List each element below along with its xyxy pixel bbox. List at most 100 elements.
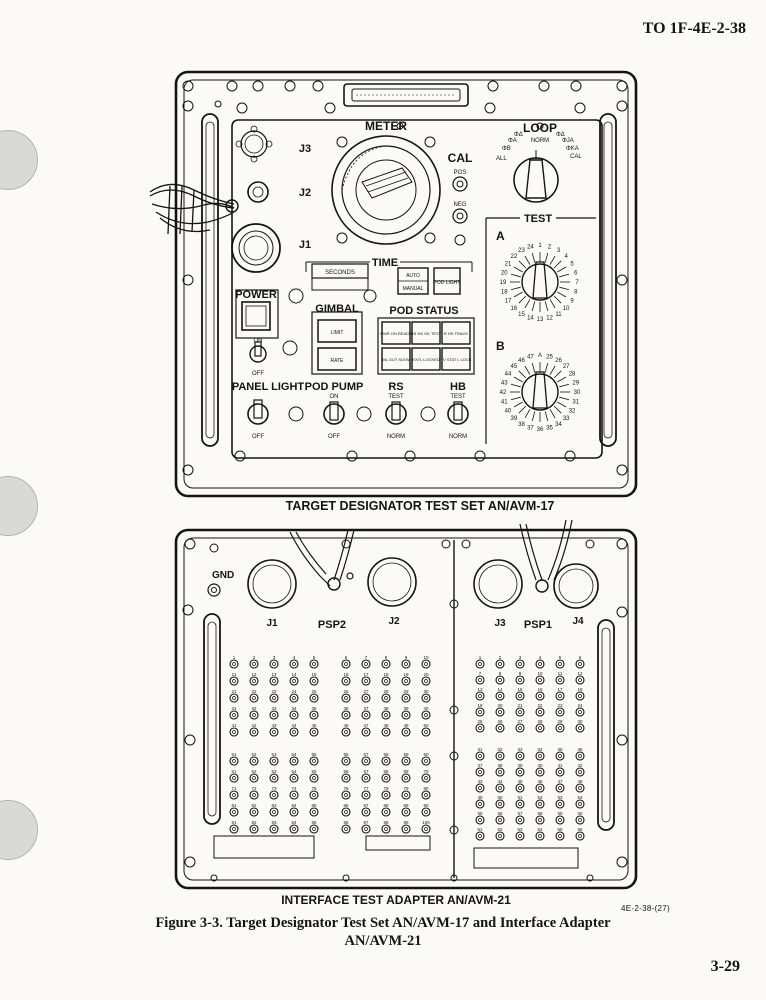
test-jack[interactable]: 5 (309, 655, 319, 669)
test-jack[interactable]: 50 (421, 723, 431, 737)
test-jack[interactable]: 3 (515, 655, 525, 669)
test-jack[interactable]: 42 (249, 723, 259, 737)
test-jack[interactable]: 74 (289, 786, 299, 800)
test-jack[interactable]: 56 (341, 752, 351, 766)
test-jack[interactable]: 27 (361, 689, 371, 703)
test-jack[interactable]: 10 (421, 655, 431, 669)
test-jack[interactable]: 96 (341, 820, 351, 834)
test-jack[interactable]: 72 (249, 786, 259, 800)
test-jack[interactable]: 91 (229, 820, 239, 834)
test-jack[interactable]: 1 (475, 655, 485, 669)
test-jack[interactable]: 44 (495, 779, 505, 793)
test-jack[interactable]: 11 (229, 672, 239, 686)
pod-status-lamp-6[interactable] (441, 347, 471, 371)
test-jack[interactable]: 90 (421, 803, 431, 817)
test-jack[interactable]: 62 (495, 827, 505, 841)
test-jack[interactable]: 51 (229, 752, 239, 766)
test-jack[interactable]: 9 (401, 655, 411, 669)
test-jack[interactable]: 65 (309, 769, 319, 783)
connector-adapter-j4[interactable] (553, 563, 599, 609)
test-jack[interactable]: 61 (475, 827, 485, 841)
test-jack[interactable]: 99 (401, 820, 411, 834)
test-jack[interactable]: 36 (575, 747, 585, 761)
test-jack[interactable]: 41 (229, 723, 239, 737)
test-jack[interactable]: 29 (555, 719, 565, 733)
test-jack[interactable]: 57 (361, 752, 371, 766)
pod-light-switch[interactable] (433, 267, 461, 295)
cal-neg-jack[interactable] (452, 208, 468, 224)
test-jack[interactable]: 24 (575, 703, 585, 717)
test-jack[interactable]: 7 (361, 655, 371, 669)
test-jack[interactable]: 15 (515, 687, 525, 701)
test-jack[interactable]: 22 (249, 689, 259, 703)
pod-status-lamp-1[interactable] (381, 321, 411, 345)
test-jack[interactable]: 3 (269, 655, 279, 669)
test-jack[interactable]: 94 (289, 820, 299, 834)
cal-pos-jack[interactable] (452, 176, 468, 192)
test-jack[interactable]: 93 (269, 820, 279, 834)
test-jack[interactable]: 61 (229, 769, 239, 783)
panel-light-switch[interactable] (247, 399, 269, 425)
connector-adapter-j1[interactable] (247, 559, 297, 609)
test-jack[interactable]: 54 (575, 795, 585, 809)
test-jack[interactable]: 38 (495, 763, 505, 777)
test-jack[interactable]: 5 (555, 655, 565, 669)
test-jack[interactable]: 86 (341, 803, 351, 817)
auto-manual-switch[interactable] (397, 267, 429, 295)
test-jack[interactable]: 38 (381, 706, 391, 720)
test-jack[interactable]: 16 (535, 687, 545, 701)
rs-switch[interactable] (385, 401, 407, 425)
gimbal-limit-lamp[interactable] (317, 319, 357, 343)
pod-status-lamp-3[interactable] (441, 321, 471, 345)
test-jack[interactable]: 16 (341, 672, 351, 686)
test-jack[interactable]: 6 (575, 655, 585, 669)
test-jack[interactable]: 78 (381, 786, 391, 800)
connector-adapter-j3[interactable] (473, 559, 523, 609)
test-jack[interactable]: 43 (475, 779, 485, 793)
test-jack[interactable]: 42 (575, 763, 585, 777)
test-jack[interactable]: 39 (515, 763, 525, 777)
power-switch[interactable] (249, 341, 267, 363)
test-jack[interactable]: 46 (341, 723, 351, 737)
test-jack[interactable]: 8 (381, 655, 391, 669)
test-jack[interactable]: 6 (341, 655, 351, 669)
test-jack[interactable]: 39 (401, 706, 411, 720)
test-jack[interactable]: 41 (555, 763, 565, 777)
test-jack[interactable]: 92 (249, 820, 259, 834)
test-jack[interactable]: 33 (269, 706, 279, 720)
test-jack[interactable]: 11 (555, 671, 565, 685)
test-jack[interactable]: 20 (421, 672, 431, 686)
test-jack[interactable]: 53 (555, 795, 565, 809)
test-jack[interactable]: 49 (401, 723, 411, 737)
gnd-jack[interactable] (207, 583, 221, 597)
pod-pump-switch[interactable] (323, 401, 345, 425)
test-jack[interactable]: 64 (535, 827, 545, 841)
test-jack[interactable]: 55 (309, 752, 319, 766)
test-jack[interactable]: 30 (421, 689, 431, 703)
test-jack[interactable]: 32 (495, 747, 505, 761)
test-jack[interactable]: 12 (575, 671, 585, 685)
test-jack[interactable]: 32 (249, 706, 259, 720)
test-jack[interactable]: 85 (309, 803, 319, 817)
test-jack[interactable]: 62 (249, 769, 259, 783)
test-jack[interactable]: 18 (381, 672, 391, 686)
test-jack[interactable]: 57 (515, 811, 525, 825)
test-jack[interactable]: 34 (535, 747, 545, 761)
test-jack[interactable]: 31 (475, 747, 485, 761)
test-jack[interactable]: 71 (229, 786, 239, 800)
pod-status-lamp-2[interactable] (411, 321, 441, 345)
gimbal-rate-lamp[interactable] (317, 347, 357, 371)
test-jack[interactable]: 54 (289, 752, 299, 766)
test-jack[interactable]: 66 (341, 769, 351, 783)
test-jack[interactable]: 4 (535, 655, 545, 669)
test-jack[interactable]: 8 (495, 671, 505, 685)
test-jack[interactable]: 31 (229, 706, 239, 720)
dial-a-knob[interactable] (521, 263, 559, 301)
test-jack[interactable]: 37 (475, 763, 485, 777)
test-jack[interactable]: 55 (475, 811, 485, 825)
test-jack[interactable]: 88 (381, 803, 391, 817)
test-jack[interactable]: 40 (421, 706, 431, 720)
test-jack[interactable]: 58 (535, 811, 545, 825)
